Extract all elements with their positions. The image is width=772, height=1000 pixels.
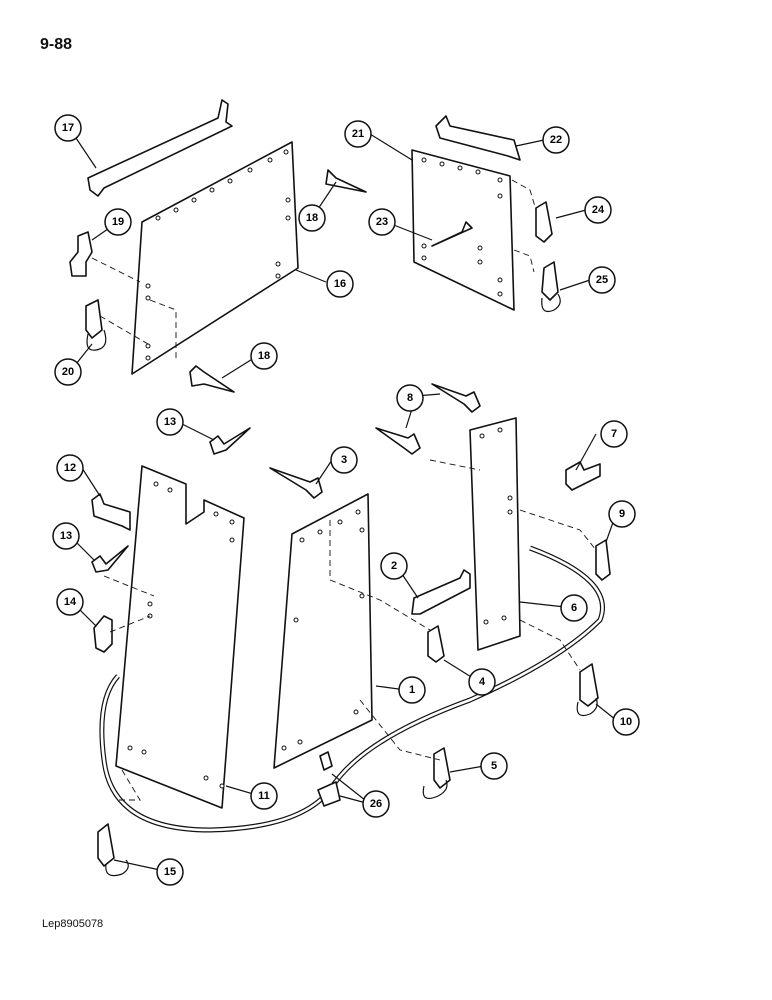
part-12-bracket (91, 493, 131, 531)
callout-12: 12 (56, 454, 84, 482)
callout-18-top: 18 (298, 204, 326, 232)
svg-text:8: 8 (407, 392, 413, 404)
part-16-holes (145, 149, 291, 361)
callout-6: 6 (560, 594, 588, 622)
part-25-loop (541, 293, 561, 313)
part-23-pin (431, 221, 473, 247)
svg-text:20: 20 (62, 366, 74, 378)
part-13-pin-bottom (91, 545, 129, 573)
part-26-clip (317, 781, 341, 807)
callout-23: 23 (368, 208, 396, 236)
svg-text:1: 1 (409, 684, 415, 696)
svg-text:11: 11 (258, 790, 270, 802)
part-14-bracket (93, 615, 113, 653)
svg-text:10: 10 (620, 716, 632, 728)
svg-text:22: 22 (550, 134, 562, 146)
svg-text:6: 6 (571, 602, 577, 614)
callout-3: 3 (330, 446, 358, 474)
part-20-latch (85, 299, 103, 339)
part-13-pin-top (209, 427, 251, 455)
callout-22: 22 (542, 126, 570, 154)
part-11-holes (127, 481, 235, 789)
page-number: 9-88 (40, 36, 73, 53)
svg-text:21: 21 (352, 128, 364, 140)
part-21-holes (421, 157, 503, 297)
svg-text:24: 24 (592, 204, 605, 216)
callout-7: 7 (600, 420, 628, 448)
callout-25: 25 (588, 266, 616, 294)
callout-15: 15 (156, 858, 184, 886)
svg-text:18: 18 (306, 212, 318, 224)
callout-13-top: 13 (156, 408, 184, 436)
part-6-panel (469, 417, 521, 651)
svg-text:3: 3 (341, 454, 347, 466)
callout-13-bottom: 13 (52, 522, 80, 550)
part-22-bracket (435, 115, 521, 161)
svg-text:13: 13 (164, 416, 176, 428)
callout-24: 24 (584, 196, 612, 224)
svg-text:23: 23 (376, 216, 388, 228)
part-15-latch (97, 823, 115, 867)
callout-16: 16 (326, 270, 354, 298)
part-19-bracket (69, 231, 93, 277)
callout-5: 5 (480, 752, 508, 780)
svg-text:9: 9 (619, 508, 625, 520)
part-3-pin (269, 467, 323, 499)
part-10-loop (576, 697, 598, 717)
callout-1: 1 (398, 676, 426, 704)
svg-text:15: 15 (164, 866, 176, 878)
svg-text:14: 14 (64, 596, 77, 608)
part-6-holes (479, 427, 513, 625)
callout-19: 19 (104, 208, 132, 236)
part-1-panel (273, 493, 373, 769)
callout-26: 26 (362, 790, 390, 818)
callout-4: 4 (468, 668, 496, 696)
svg-text:2: 2 (391, 560, 397, 572)
callout-20: 20 (54, 358, 82, 386)
part-2-bracket (411, 569, 471, 615)
part-17-bracket (87, 99, 233, 197)
part-5-latch (433, 747, 451, 789)
svg-text:4: 4 (479, 676, 486, 688)
callout-10: 10 (612, 708, 640, 736)
callout-17: 17 (54, 114, 82, 142)
svg-text:16: 16 (334, 278, 346, 290)
drawing-reference: Lep8905078 (42, 918, 104, 930)
svg-text:18: 18 (258, 350, 270, 362)
part-9-bracket (595, 539, 611, 581)
part-10-latch (579, 663, 599, 707)
part-20-loop (86, 329, 107, 351)
svg-text:5: 5 (491, 760, 497, 772)
part-18-pin-bottom (189, 365, 235, 393)
part-5-loop (422, 779, 448, 799)
svg-text:19: 19 (112, 216, 124, 228)
part-7-bracket (565, 461, 601, 491)
part-11-panel (115, 465, 245, 809)
callout-9: 9 (608, 500, 636, 528)
part-24-bracket (535, 201, 553, 243)
callout-18-bottom: 18 (250, 342, 278, 370)
part-8-pin-top (431, 383, 481, 413)
svg-text:7: 7 (611, 428, 617, 440)
svg-text:26: 26 (370, 798, 382, 810)
svg-text:13: 13 (60, 530, 72, 542)
svg-text:25: 25 (596, 274, 608, 286)
part-1-holes (281, 509, 365, 751)
part-4-bracket (427, 625, 445, 663)
part-15-loop (105, 859, 129, 877)
callout-11: 11 (250, 782, 278, 810)
part-16-panel (131, 141, 299, 375)
callout-8: 8 (396, 384, 424, 412)
callout-14: 14 (56, 588, 84, 616)
svg-text:12: 12 (64, 462, 76, 474)
part-25-latch (541, 261, 559, 301)
callout-2: 2 (380, 552, 408, 580)
part-26-clip-top (319, 751, 333, 771)
part-18-pin-top (325, 169, 367, 193)
callout-21: 21 (344, 120, 372, 148)
part-8-pin-bottom (375, 427, 421, 455)
svg-text:17: 17 (62, 122, 74, 134)
